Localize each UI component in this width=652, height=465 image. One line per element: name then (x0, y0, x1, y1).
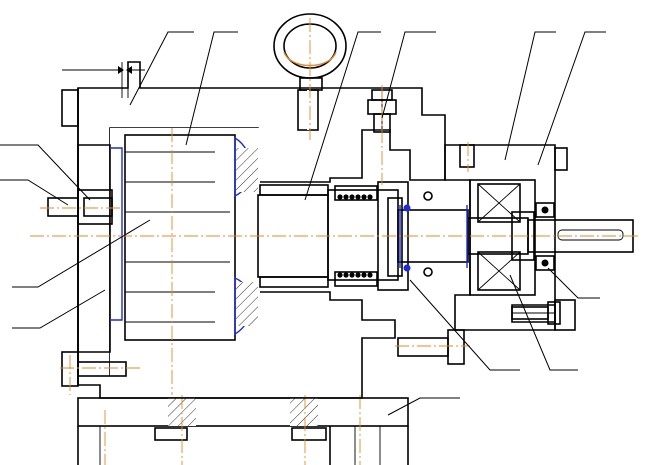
callout-leader-6 (537, 31, 606, 166)
callout-leader-12 (409, 279, 520, 371)
center-lines (30, 18, 640, 395)
gear-rotor (110, 134, 258, 341)
callout-leader-11 (547, 267, 600, 299)
mounting-base (77, 395, 409, 465)
callout-leader-4 (381, 31, 436, 119)
callout-leader-1 (129, 31, 194, 106)
callout-leader-14 (387, 397, 460, 416)
spring-seal (334, 181, 433, 291)
bearing-housing (444, 144, 576, 331)
clearance-dimension (62, 62, 145, 98)
callout-leader-5 (504, 31, 556, 161)
callout-leader-13 (509, 274, 578, 371)
callout-leader-8 (0, 179, 69, 206)
callout-leader-2 (185, 31, 238, 146)
callout-leader-10 (12, 289, 106, 329)
callout-leaders (0, 31, 606, 416)
callout-leader-9 (12, 219, 151, 288)
ball-bearing (477, 183, 555, 291)
callout-leader-7 (0, 144, 91, 201)
callout-leader-3 (304, 31, 381, 201)
